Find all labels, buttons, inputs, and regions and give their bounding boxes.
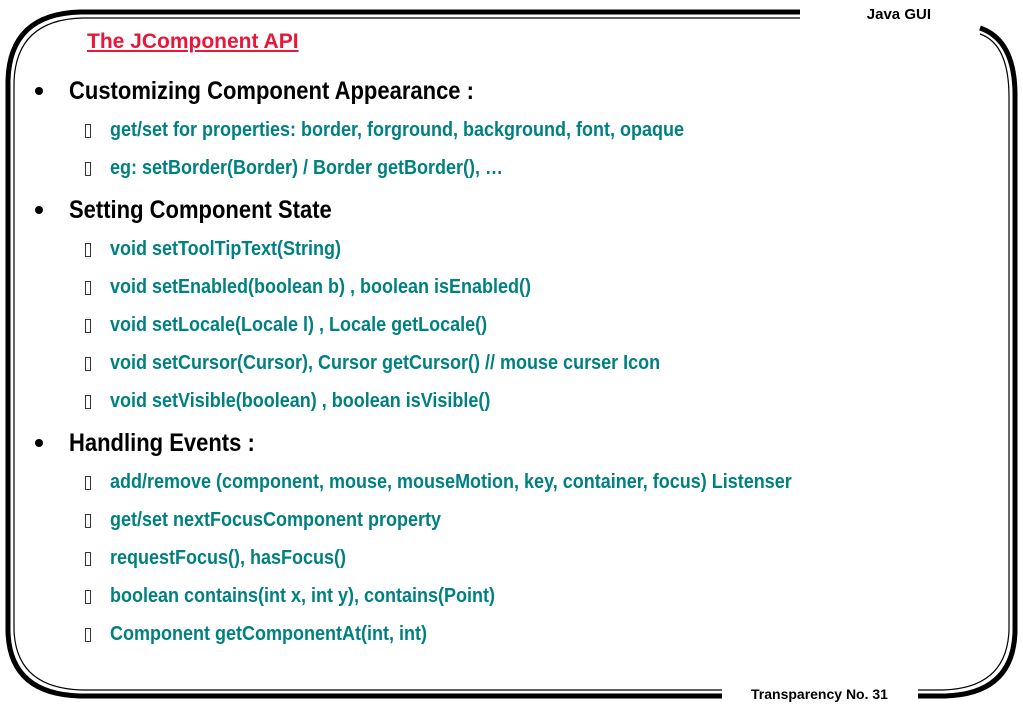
bullet-heading-text: Setting Component State	[69, 195, 332, 224]
footer-label: Transparency No. 31	[751, 686, 888, 702]
bullet-heading: Setting Component State	[34, 190, 954, 230]
bullet-heading: Handling Events :	[34, 423, 954, 463]
sub-bullet-box-icon	[83, 279, 110, 295]
sub-bullet-text: requestFocus(), hasFocus()	[110, 546, 347, 569]
sub-bullet-text: get/set nextFocusComponent property	[110, 508, 442, 531]
sub-bullet-box-icon	[83, 474, 110, 490]
bullet-section: Setting Component State void setToolTipTe…	[34, 190, 954, 420]
frame-border-left	[5, 9, 800, 699]
bullet-heading-text: Customizing Component Appearance :	[69, 76, 474, 105]
sub-bullet-text: void setCursor(Cursor), Cursor getCursor…	[110, 351, 661, 374]
bullet-heading: Customizing Component Appearance :	[34, 71, 954, 111]
bullet-section: Customizing Component Appearance : get/se…	[34, 71, 954, 187]
sub-bullet-item: void setLocale(Locale l) , Locale getLoc…	[83, 306, 954, 344]
slide-title: The JComponent API	[87, 30, 299, 53]
sub-bullet-item: void setEnabled(boolean b) , boolean isE…	[83, 268, 954, 306]
sub-bullet-text: void setEnabled(boolean b) , boolean isE…	[110, 275, 532, 298]
sub-bullet-text: boolean contains(int x, int y), contains…	[110, 584, 496, 607]
bullet-dot-icon	[34, 87, 69, 95]
sub-bullet-box-icon	[83, 512, 110, 528]
slide-content: Customizing Component Appearance : get/se…	[34, 68, 954, 653]
header-label: Java GUI	[866, 6, 931, 23]
frame-inner-left	[13, 17, 800, 691]
frame-border-right	[918, 25, 1018, 699]
sub-bullet-box-icon	[83, 317, 110, 333]
sub-bullet-item: requestFocus(), hasFocus()	[83, 539, 954, 577]
sub-bullet-item: void setCursor(Cursor), Cursor getCursor…	[83, 344, 954, 382]
sub-bullet-item: get/set for properties: border, forgroun…	[83, 111, 954, 149]
sub-bullet-box-icon	[83, 122, 110, 138]
bullet-heading-text: Handling Events :	[69, 428, 255, 457]
sub-bullet-item: eg: setBorder(Border) / Border getBorder…	[83, 149, 954, 187]
sub-bullet-box-icon	[83, 550, 110, 566]
sub-bullet-text: add/remove (component, mouse, mouseMotio…	[110, 470, 792, 493]
bullet-section: Handling Events : add/remove (component, …	[34, 423, 954, 653]
sub-bullet-text: void setToolTipText(String)	[110, 237, 342, 260]
bullet-dot-icon	[34, 439, 69, 447]
sub-bullet-text: Component getComponentAt(int, int)	[110, 622, 427, 645]
sub-bullet-box-icon	[83, 588, 110, 604]
sub-bullet-box-icon	[83, 355, 110, 371]
sub-bullet-box-icon	[83, 160, 110, 176]
sub-bullet-item: get/set nextFocusComponent property	[83, 501, 954, 539]
sub-bullet-text: get/set for properties: border, forgroun…	[110, 118, 685, 141]
sub-bullet-text: eg: setBorder(Border) / Border getBorder…	[110, 156, 504, 179]
sub-bullet-box-icon	[83, 393, 110, 409]
sub-bullet-item: void setVisible(boolean) , boolean isVis…	[83, 382, 954, 420]
sub-bullet-item: Component getComponentAt(int, int)	[83, 615, 954, 653]
sub-bullet-box-icon	[83, 241, 110, 257]
sub-bullet-text: void setVisible(boolean) , boolean isVis…	[110, 389, 491, 412]
sub-bullet-item: void setToolTipText(String)	[83, 230, 954, 268]
sub-bullet-text: void setLocale(Locale l) , Locale getLoc…	[110, 313, 488, 336]
sub-bullet-box-icon	[83, 626, 110, 642]
frame-inner-right	[918, 33, 1010, 691]
sub-bullet-item: boolean contains(int x, int y), contains…	[83, 577, 954, 615]
sub-bullet-item: add/remove (component, mouse, mouseMotio…	[83, 463, 954, 501]
bullet-dot-icon	[34, 206, 69, 214]
